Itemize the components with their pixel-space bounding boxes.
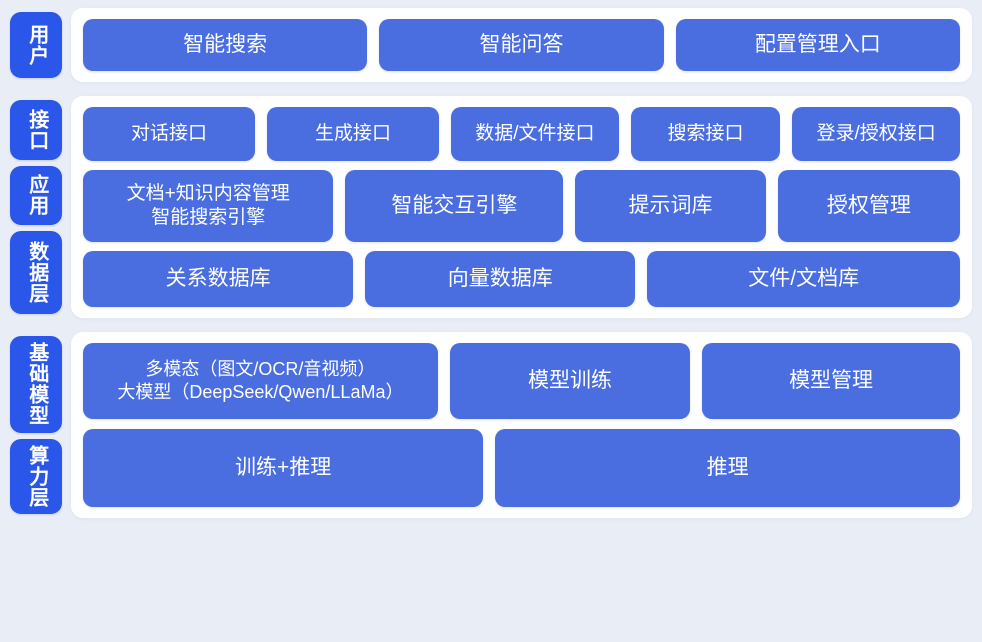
- card-dialog-api[interactable]: 对话接口: [83, 107, 255, 161]
- row-compute: 训练+推理 推理: [83, 429, 960, 507]
- row-user-entry: 智能搜索 智能问答 配置管理入口: [83, 19, 960, 71]
- layer-label-foundation-model: 基础模型: [10, 336, 62, 433]
- layer-label-column-user: 用户: [10, 8, 62, 82]
- panel-user: 智能搜索 智能问答 配置管理入口: [71, 8, 972, 82]
- card-file-document-library[interactable]: 文件/文档库: [647, 251, 960, 307]
- card-smart-interaction-engine[interactable]: 智能交互引擎: [345, 170, 564, 242]
- section-infra: 基础模型 算力层 多模态（图文/OCR/音视频） 大模型（DeepSeek/Qw…: [10, 332, 972, 518]
- card-inference[interactable]: 推理: [495, 429, 960, 507]
- section-core: 接口 应用 数据层 对话接口 生成接口 数据/文件接口 搜索接口 登录/授权接口…: [10, 96, 972, 318]
- card-smart-qa[interactable]: 智能问答: [379, 19, 664, 71]
- card-vector-database[interactable]: 向量数据库: [365, 251, 636, 307]
- row-application: 文档+知识内容管理 智能搜索引擎 智能交互引擎 提示词库 授权管理: [83, 170, 960, 242]
- section-user: 用户 智能搜索 智能问答 配置管理入口: [10, 8, 972, 82]
- panel-infra: 多模态（图文/OCR/音视频） 大模型（DeepSeek/Qwen/LLaMa）…: [71, 332, 972, 518]
- panel-core: 对话接口 生成接口 数据/文件接口 搜索接口 登录/授权接口 文档+知识内容管理…: [71, 96, 972, 318]
- layer-label-column-infra: 基础模型 算力层: [10, 332, 62, 518]
- card-model-management[interactable]: 模型管理: [702, 343, 961, 419]
- layer-label-user: 用户: [10, 12, 62, 78]
- card-search-api[interactable]: 搜索接口: [630, 107, 781, 161]
- card-login-auth-api[interactable]: 登录/授权接口: [792, 107, 960, 161]
- card-doc-knowledge-management[interactable]: 文档+知识内容管理 智能搜索引擎: [83, 170, 334, 242]
- row-data: 关系数据库 向量数据库 文件/文档库: [83, 251, 960, 307]
- card-smart-search[interactable]: 智能搜索: [83, 19, 368, 71]
- row-model: 多模态（图文/OCR/音视频） 大模型（DeepSeek/Qwen/LLaMa）…: [83, 343, 961, 419]
- card-prompt-library[interactable]: 提示词库: [575, 170, 766, 242]
- card-relational-database[interactable]: 关系数据库: [83, 251, 354, 307]
- layer-label-data: 数据层: [10, 231, 62, 314]
- layer-label-column-core: 接口 应用 数据层: [10, 96, 62, 318]
- card-multimodal-large-model[interactable]: 多模态（图文/OCR/音视频） 大模型（DeepSeek/Qwen/LLaMa）: [83, 343, 438, 419]
- card-generation-api[interactable]: 生成接口: [267, 107, 439, 161]
- layer-label-application: 应用: [10, 165, 62, 225]
- layer-label-compute: 算力层: [10, 438, 62, 514]
- card-training-inference[interactable]: 训练+推理: [83, 429, 484, 507]
- card-authorization-management[interactable]: 授权管理: [777, 170, 960, 242]
- card-model-training[interactable]: 模型训练: [449, 343, 691, 419]
- row-interface: 对话接口 生成接口 数据/文件接口 搜索接口 登录/授权接口: [83, 107, 960, 161]
- card-config-management-entry[interactable]: 配置管理入口: [675, 19, 960, 71]
- layer-label-interface: 接口: [10, 100, 62, 160]
- card-data-file-api[interactable]: 数据/文件接口: [451, 107, 619, 161]
